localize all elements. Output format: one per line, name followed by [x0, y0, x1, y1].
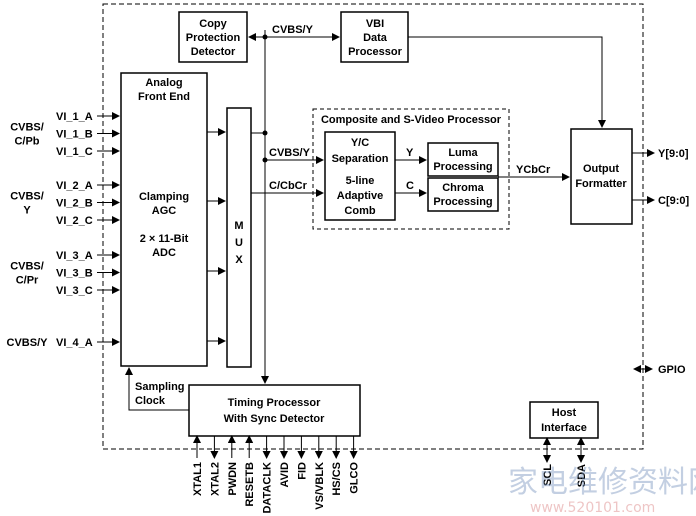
yc-separation-block: Y/C Separation 5-line Adaptive Comb — [324, 131, 396, 221]
input-pin-label: VI_4_A — [56, 337, 93, 349]
host-interface-block: Host Interface — [529, 401, 599, 439]
svg-text:5-line: 5-line — [346, 175, 375, 187]
composite-processor-title: Composite and S-Video Processor — [321, 114, 502, 126]
bottom-pin-label: AVID — [279, 462, 291, 488]
svg-text:Timing Processor: Timing Processor — [228, 397, 321, 409]
input-pin-label: VI_3_C — [56, 285, 93, 297]
input-pin-label: VI_3_B — [56, 268, 93, 280]
svg-text:Processing: Processing — [433, 196, 492, 208]
svg-text:Formatter: Formatter — [575, 178, 627, 190]
svg-text:Copy: Copy — [199, 18, 227, 30]
luma-processing-block: Luma Processing — [427, 142, 499, 177]
analog-front-end-block: Analog Front End Clamping AGC 2 × 11-Bit… — [120, 72, 208, 367]
host-pin-label: SCL — [542, 464, 554, 486]
svg-text:Data: Data — [363, 32, 388, 44]
input-group-label: CVBS/ — [10, 261, 44, 273]
input-pin-label: VI_1_C — [56, 146, 93, 158]
svg-text:Separation: Separation — [332, 153, 389, 165]
bottom-pin-label: HS/CS — [331, 462, 343, 496]
signal-y-out: Y[9:0] — [658, 148, 689, 160]
junction-dot — [262, 157, 268, 163]
svg-text:Detector: Detector — [191, 46, 236, 58]
signal-y: Y — [406, 147, 414, 159]
svg-text:Adaptive: Adaptive — [337, 190, 383, 202]
bottom-pin-label: VS/VBLK — [314, 462, 326, 510]
bottom-pin-label: FID — [296, 462, 308, 480]
svg-text:Processor: Processor — [348, 46, 403, 58]
input-group-label: C/Pb — [14, 136, 39, 148]
svg-text:Front End: Front End — [138, 91, 190, 103]
copy-protection-detector-block: Copy Protection Detector — [178, 11, 248, 63]
svg-text:ADC: ADC — [152, 247, 176, 259]
bottom-pin-label: RESETB — [244, 462, 256, 507]
svg-text:Interface: Interface — [541, 422, 587, 434]
svg-text:M: M — [234, 220, 243, 232]
svg-text:Clamping: Clamping — [139, 191, 189, 203]
signal-gpio: GPIO — [658, 364, 686, 376]
input-pins: CVBS/C/Pb VI_1_A VI_1_B VI_1_C CVBS/Y VI_2_A V… — [7, 111, 120, 349]
watermark-text: 家电维修资料网 — [508, 465, 696, 500]
input-group-label: CVBS/ — [10, 191, 44, 203]
bottom-pin-label: XTAL1 — [192, 462, 204, 496]
host-pins: SCL SDA — [542, 464, 588, 488]
signal-c-cbcr: C/CbCr — [269, 180, 308, 192]
svg-text:Chroma: Chroma — [442, 182, 484, 194]
svg-text:Processing: Processing — [433, 161, 492, 173]
svg-text:Analog: Analog — [145, 77, 182, 89]
svg-text:X: X — [235, 254, 243, 266]
svg-text:Y/C: Y/C — [351, 137, 369, 149]
input-pin-label: VI_1_A — [56, 111, 93, 123]
input-pin-label: VI_2_A — [56, 180, 93, 192]
timing-processor-block: Timing Processor With Sync Detector — [188, 384, 361, 437]
junction-dot — [262, 130, 268, 136]
svg-text:Luma: Luma — [448, 147, 478, 159]
svg-text:Protection: Protection — [186, 32, 241, 44]
signal-sampling-clock-2: Clock — [135, 395, 166, 407]
bottom-pin-label: PWDN — [227, 462, 239, 496]
watermark-url: www.520101.com — [530, 500, 655, 516]
bottom-pin-label: XTAL2 — [209, 462, 221, 496]
signal-c-out: C[9:0] — [658, 195, 690, 207]
composite-processor-boundary — [312, 108, 510, 230]
input-group-label: CVBS/ — [10, 122, 44, 134]
input-group-label: CVBS/Y — [7, 337, 49, 349]
host-pin-label: SDA — [576, 464, 588, 487]
input-pin-label: VI_2_B — [56, 198, 93, 210]
input-pin-label: VI_3_A — [56, 250, 93, 262]
svg-text:VBI: VBI — [366, 18, 384, 30]
input-pin-label: VI_1_B — [56, 129, 93, 141]
signal-ycbcr: YCbCr — [516, 164, 551, 176]
input-group-label: C/Pr — [16, 275, 39, 287]
connections — [125, 30, 655, 463]
signal-cvbs-y-mid: CVBS/Y — [269, 147, 311, 159]
input-pin-label: VI_2_C — [56, 215, 93, 227]
signal-sampling-clock-1: Sampling — [135, 381, 185, 393]
signal-c: C — [406, 180, 414, 192]
signal-cvbs-y-top: CVBS/Y — [272, 24, 314, 36]
vbi-data-processor-block: VBI Data Processor — [340, 11, 409, 63]
bottom-pin-label: DATACLK — [262, 462, 274, 514]
svg-text:U: U — [235, 237, 243, 249]
bottom-pins: XTAL1 XTAL2 PWDN RESETB DATACLK AVID FID VS/VBL… — [192, 435, 361, 514]
chroma-processing-block: Chroma Processing — [427, 177, 499, 212]
input-group-label: Y — [23, 205, 31, 217]
svg-text:AGC: AGC — [152, 205, 177, 217]
svg-text:With Sync Detector: With Sync Detector — [224, 413, 325, 425]
output-formatter-block: Output Formatter — [570, 128, 633, 225]
svg-text:2 × 11-Bit: 2 × 11-Bit — [140, 233, 189, 245]
svg-text:Host: Host — [552, 407, 577, 419]
mux-block: M U X — [226, 107, 252, 368]
svg-text:Comb: Comb — [344, 205, 375, 217]
bottom-pin-label: GLCO — [349, 462, 361, 494]
svg-text:Output: Output — [583, 163, 619, 175]
chip-boundary — [102, 3, 644, 450]
junction-dot — [262, 34, 268, 40]
